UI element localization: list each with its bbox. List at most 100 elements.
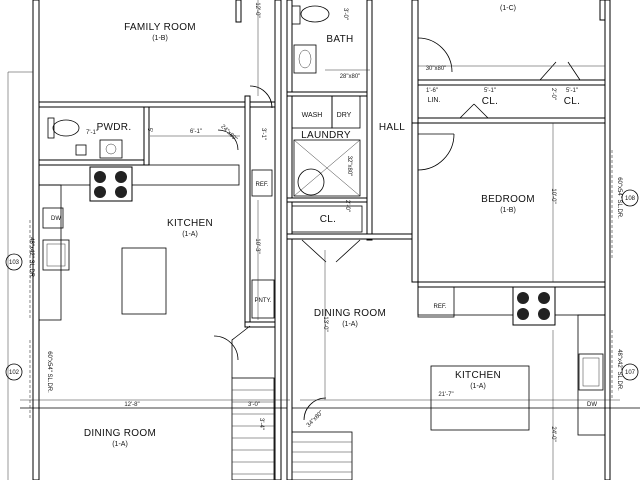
kitchen-island-left	[121, 247, 167, 315]
dim-gap-3-1: 3'-1"	[260, 128, 266, 140]
vanity-pwdr	[99, 139, 123, 159]
dim-laundry-door: 32"x80"	[346, 156, 352, 177]
kitchen-left-label: KITCHEN	[167, 218, 213, 229]
dim-stair-door-right: 34"x80"	[306, 410, 325, 429]
walls	[20, 0, 640, 480]
dimension-lines	[7, 0, 620, 480]
window-tag-103	[5, 253, 23, 271]
hall-label: HALL	[379, 122, 405, 133]
pantry-label: PNTY.	[255, 298, 272, 304]
pantry	[251, 279, 275, 319]
sink-basin	[46, 243, 66, 267]
window-tag-108	[621, 189, 639, 207]
laundry-south-wall	[286, 197, 368, 203]
window-tag-102-text: 102	[9, 370, 20, 376]
wash-label: WASH	[302, 112, 323, 119]
family-room-south-wall	[38, 101, 276, 108]
dim-pwdr-width: 7'-1"	[86, 130, 98, 136]
dim-kitchen-right-depth: 24'-0"	[550, 426, 556, 441]
pwdr-label: PWDR.	[97, 122, 132, 133]
door-swing	[417, 37, 453, 73]
dim-bedroom-depth: 10'-0"	[550, 188, 556, 203]
burner-icon	[517, 292, 529, 304]
sink-right	[578, 353, 604, 391]
bedroom-label: BEDROOM	[481, 194, 535, 205]
dim-pwdr-door: 5'	[146, 128, 152, 132]
top-right-stub	[599, 0, 606, 21]
dining-right-label: DINING ROOM	[314, 308, 386, 319]
door-swing	[213, 335, 239, 361]
door-leaf	[539, 61, 557, 81]
cl-right-1-label: CL.	[482, 96, 498, 107]
bath-hall-wall	[366, 0, 373, 241]
ref-right-label: REF.	[433, 304, 446, 310]
cl-middle-label: CL.	[320, 214, 336, 225]
bedroom-west-wall	[411, 122, 419, 283]
burner-icon	[115, 171, 127, 183]
dim-cl-5-1: 5'-1"	[484, 88, 496, 94]
burner-icon	[538, 292, 550, 304]
refrigerator-left	[251, 169, 273, 197]
lin-label: LIN.	[428, 97, 441, 104]
window-103-spec: 48"x42" SL.DR.	[28, 237, 34, 279]
dim-door-24: 24"x80"	[219, 124, 238, 143]
door-swings	[213, 37, 581, 421]
dim-kitchen-right-width: 21'-7"	[438, 392, 453, 398]
door-leaf	[567, 61, 581, 81]
toilet-tank	[47, 117, 55, 139]
left-kitchen-fixtures	[38, 164, 275, 321]
window-tags: 103 48"x42" SL.DR. 102 60"x54" SL.DR. 10…	[5, 177, 639, 393]
door-leaf	[335, 239, 361, 263]
window-107-spec: 48"x42" SL.DR.	[616, 349, 622, 391]
window-tag-108-text: 108	[625, 196, 636, 202]
right-kitchen-fixtures	[417, 286, 606, 436]
window-108-spec: 60"x54" SL.DR.	[616, 177, 622, 219]
ref-left-label: REF.	[255, 182, 268, 188]
bedroom-top-code: (1-C)	[500, 5, 516, 12]
dim-lin-1-6: 1'-6"	[426, 88, 438, 94]
dishwasher-left	[42, 207, 64, 229]
kitchen-left-code: (1-A)	[182, 231, 198, 238]
right-exterior-wall	[604, 0, 611, 480]
dim-stair-3-4: 3'-4"	[258, 418, 264, 430]
dim-kitchen-depth: 10'-3"	[254, 238, 260, 253]
stairs-left	[231, 325, 275, 480]
dim-bed-door: 30"x80"	[426, 66, 447, 72]
refrigerator-right	[417, 286, 455, 318]
stair-curve	[231, 325, 251, 378]
shower-drain-circle	[297, 168, 325, 196]
window-tag-103-text: 103	[9, 260, 20, 266]
kitchen-right-label: KITCHEN	[455, 370, 501, 381]
kitchen-counter-top	[38, 164, 240, 186]
laundry-fixtures	[291, 95, 363, 233]
family-room-east-stub	[235, 0, 242, 23]
left-unit-party-wall	[274, 0, 282, 480]
shower-stall	[293, 139, 361, 197]
dim-dining-right-depth: 13'-0"	[322, 316, 328, 331]
kitchen-counter-top-right	[417, 286, 606, 316]
powder-room-fixtures	[47, 117, 123, 159]
dining-right-code: (1-A)	[342, 321, 358, 328]
dim-dining-left-width: 12'-8"	[124, 402, 139, 408]
bath-fixtures	[291, 5, 330, 74]
window-102-spec: 60"x54" SL.DR.	[46, 351, 52, 393]
burner-icon	[517, 308, 529, 320]
stair-run-right	[291, 431, 353, 480]
pwdr-cabinet	[75, 144, 87, 156]
laundry-north-wall	[286, 91, 368, 97]
dryer	[331, 95, 361, 129]
vanity-bath	[293, 44, 317, 74]
stair-hall-west-wall	[286, 0, 293, 480]
dim-cl-2-0b: 2'-0"	[550, 88, 556, 100]
range-right	[512, 286, 556, 326]
door-swing	[249, 85, 273, 109]
toilet-icon	[52, 119, 80, 137]
dining-left-label: DINING ROOM	[84, 428, 156, 439]
door-leaf	[459, 103, 475, 119]
pantry-south-wall	[244, 321, 276, 328]
kitchen-island-right	[430, 365, 530, 431]
bedroom-code: (1-B)	[500, 207, 516, 214]
burner-icon	[94, 186, 106, 198]
closet-middle	[291, 205, 363, 233]
toilet-tank	[291, 5, 301, 25]
